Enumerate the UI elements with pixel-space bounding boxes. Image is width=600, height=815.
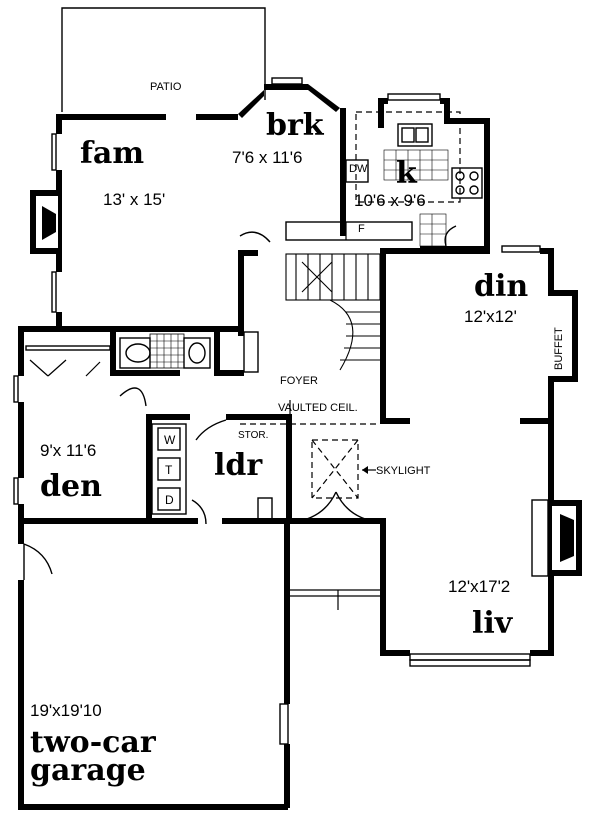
vaulted-ceiling: VAULTED CEIL. SKYLIGHT FOYER STOR. bbox=[238, 375, 431, 499]
brk-dims: 7'6 x 11'6 bbox=[232, 148, 302, 167]
k-dims: 10'6 x 9'6 bbox=[354, 191, 426, 210]
din-name: din bbox=[474, 269, 528, 304]
room-labels: fam 13' x 15' brk 7'6 x 11'6 k 10'6 x 9'… bbox=[30, 108, 528, 788]
walls: BUFFET bbox=[13, 77, 582, 810]
dishwasher-label: DW bbox=[349, 163, 368, 175]
stairs bbox=[285, 253, 381, 371]
garage-name-line1: two-car bbox=[30, 725, 157, 760]
liv-name: liv bbox=[472, 606, 514, 641]
patio: PATIO bbox=[61, 7, 266, 112]
tub-label: T bbox=[165, 463, 173, 477]
fam-name: fam bbox=[80, 136, 144, 171]
den-name: den bbox=[40, 469, 102, 504]
dryer-label: D bbox=[165, 493, 174, 507]
foyer-label: FOYER bbox=[280, 375, 318, 387]
fridge-label: F bbox=[358, 223, 365, 235]
kitchen-tile bbox=[383, 149, 449, 247]
k-name: k bbox=[396, 156, 418, 191]
garage-dims: 19'x19'10 bbox=[30, 701, 102, 720]
din-dims: 12'x12' bbox=[464, 307, 517, 326]
washer-label: W bbox=[164, 433, 176, 447]
brk-name: brk bbox=[266, 108, 325, 143]
storage-label: STOR. bbox=[238, 430, 268, 441]
garage-name-line2: garage bbox=[30, 753, 146, 788]
fam-dims: 13' x 15' bbox=[103, 190, 165, 209]
vaulted-label: VAULTED CEIL. bbox=[278, 402, 358, 414]
kitchen-fixtures: DW F bbox=[285, 111, 483, 247]
patio-label: PATIO bbox=[150, 81, 182, 93]
liv-dims: 12'x17'2 bbox=[448, 577, 510, 596]
den-dims: 9'x 11'6 bbox=[40, 441, 96, 460]
buffet-label: BUFFET bbox=[553, 327, 565, 370]
bath-tile bbox=[149, 333, 185, 369]
ldr-name: ldr bbox=[214, 448, 263, 483]
skylight-label: SKYLIGHT bbox=[376, 465, 431, 477]
